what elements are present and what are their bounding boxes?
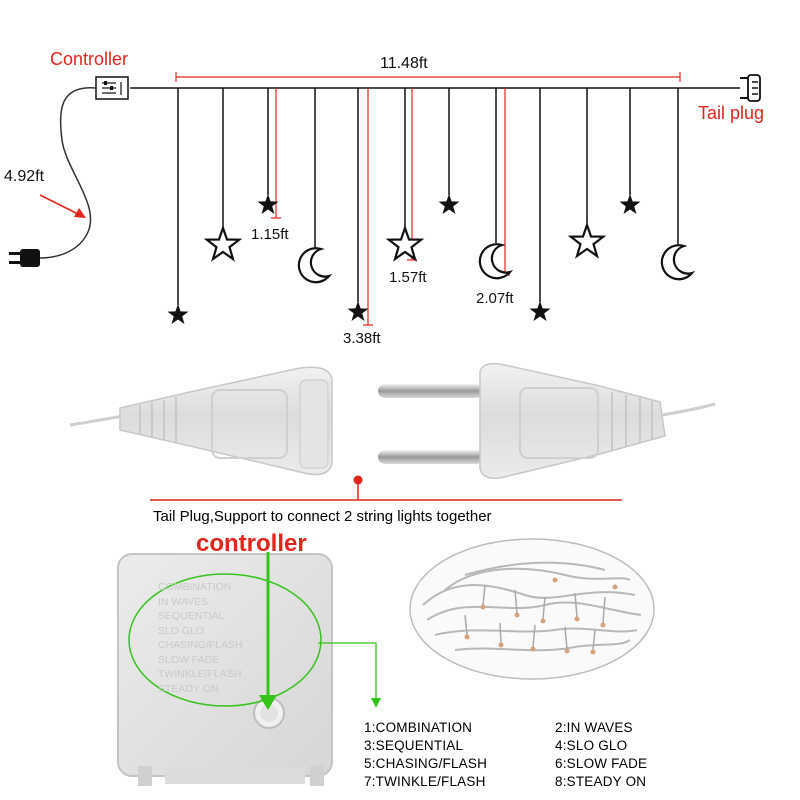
- mode-item: 6:SLOW FADE: [555, 756, 648, 771]
- drop-length-label: 1.57ft: [389, 269, 427, 286]
- string-light-diagram: [9, 72, 761, 326]
- power-plug-icon: [9, 249, 40, 267]
- cord-length-label: 4.92ft: [4, 168, 45, 185]
- mode-item: 1:COMBINATION: [364, 720, 473, 735]
- drop-length-label: 1.15ft: [251, 226, 289, 243]
- tail-plug-icon: [740, 74, 761, 102]
- mode-item: 4:SLO GLO: [555, 738, 628, 753]
- tail-plug-photo: [69, 362, 716, 501]
- mode-list: 1:COMBINATION 2:IN WAVES 3:SEQUENTIAL 4:…: [364, 720, 794, 789]
- controller-box-icon: [95, 76, 129, 100]
- controller-face-text: COMBINATION IN WAVES SEQUENTIAL SLO GLO …: [158, 581, 243, 695]
- mode-item: 2:IN WAVES: [555, 720, 633, 735]
- mode-item: 3:SEQUENTIAL: [364, 738, 464, 753]
- total-length-label: 11.48ft: [380, 55, 428, 72]
- mode-item: 7:TWINKLE/FLASH: [364, 774, 486, 789]
- string-lights-photo: [409, 538, 655, 680]
- power-cord: [39, 87, 97, 259]
- tail-plug-caption: Tail Plug,Support to connect 2 string li…: [153, 508, 492, 525]
- tail-plug-label: Tail plug: [698, 103, 765, 123]
- mode-item: 5:CHASING/FLASH: [364, 756, 488, 771]
- controller-label: Controller: [50, 49, 129, 69]
- green-arrows: [259, 552, 381, 710]
- drop-length-label: 2.07ft: [476, 290, 514, 307]
- drop-length-label: 3.38ft: [343, 330, 381, 347]
- controller-title: controller: [196, 530, 307, 557]
- mode-item: 8:STEADY ON: [555, 774, 647, 789]
